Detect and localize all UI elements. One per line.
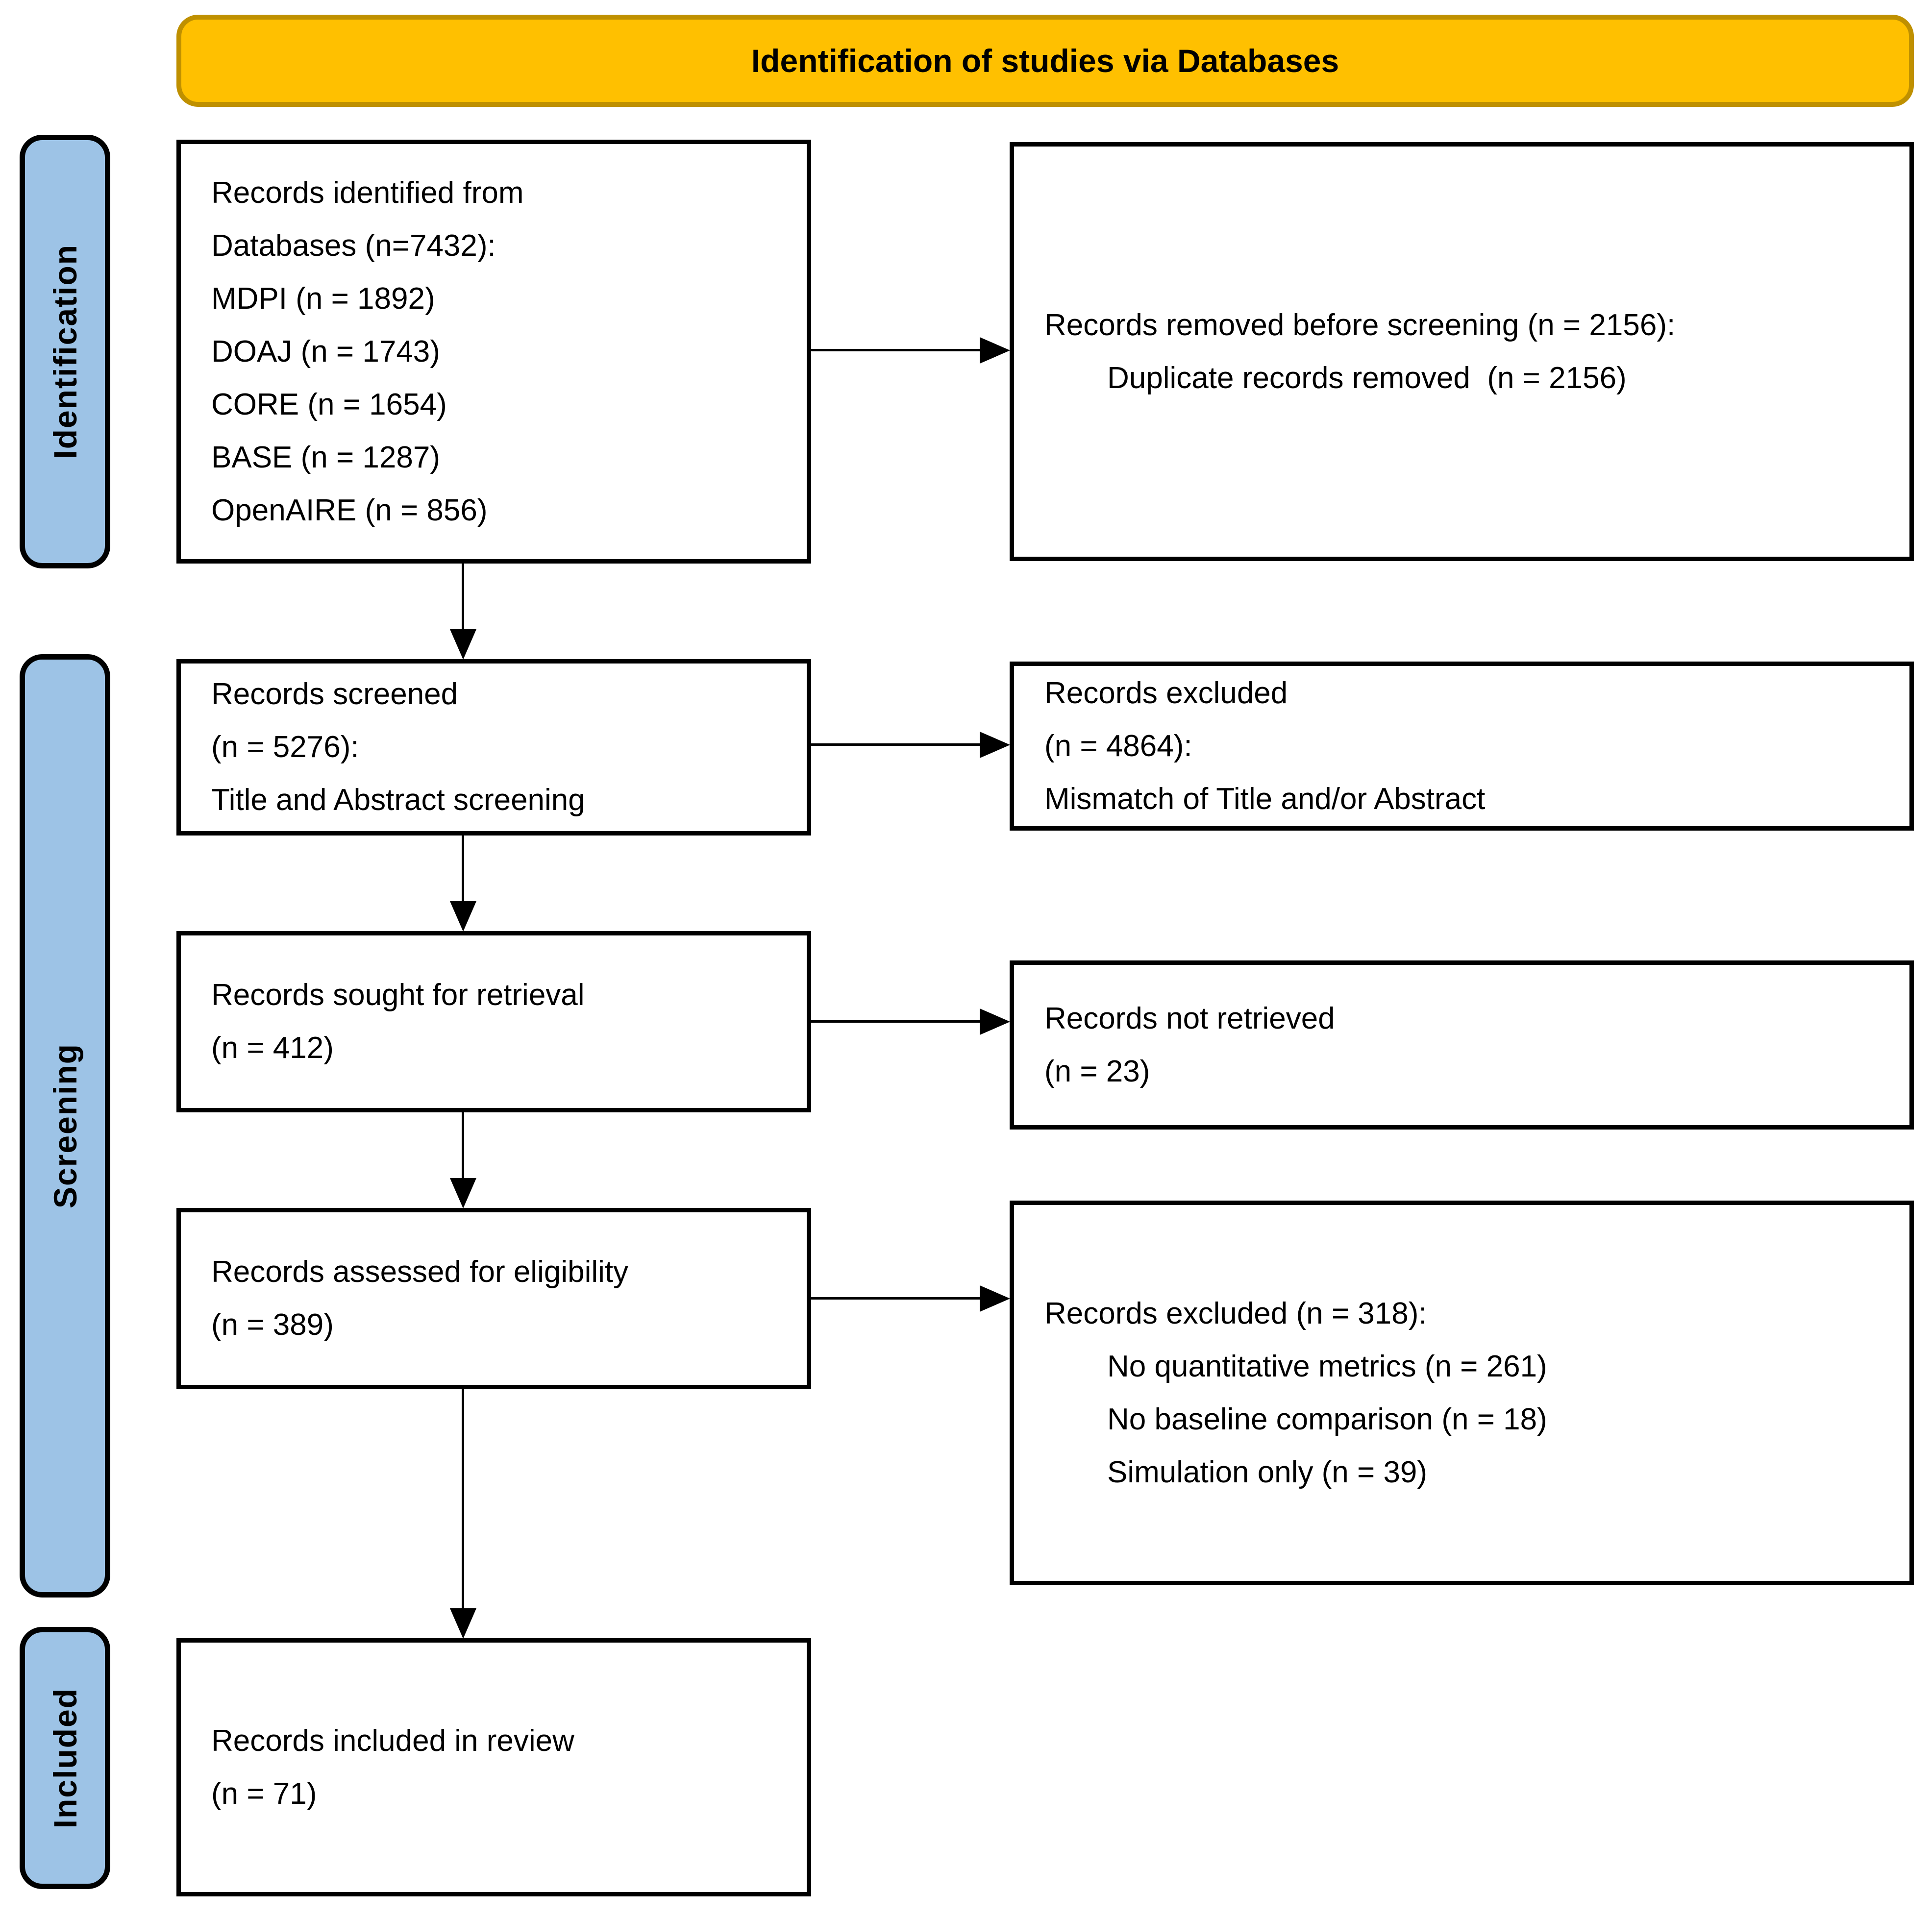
stage-included: Included [20, 1627, 110, 1889]
arrow-shaft [462, 1112, 464, 1181]
box-text-line: No baseline comparison (n = 18) [1107, 1402, 1547, 1436]
box-text-line: Duplicate records removed (n = 2156) [1107, 361, 1627, 395]
box-text-line: Records excluded (n = 318): [1044, 1296, 1427, 1330]
box-text-line: No quantitative metrics (n = 261) [1107, 1349, 1547, 1383]
box-text-line: (n = 412) [211, 1031, 334, 1065]
box-text-line: MDPI (n = 1892) [211, 281, 435, 316]
box-text-line: Records removed before screening (n = 21… [1044, 308, 1676, 342]
box-text-line: (n = 4864): [1044, 729, 1192, 763]
stage-screening-label: Screening [47, 1043, 83, 1209]
box-text-line: DOAJ (n = 1743) [211, 334, 440, 369]
box-text-line: Databases (n=7432): [211, 228, 496, 263]
box-text-line: Records assessed for eligibility [211, 1255, 629, 1289]
box-text-line: (n = 5276): [211, 730, 359, 764]
box-text-line: (n = 23) [1044, 1054, 1150, 1088]
box-text-line: Records identified from [211, 175, 524, 210]
arrow-shaft [462, 564, 464, 632]
stage-included-label: Included [47, 1687, 83, 1829]
box-text-line: Records not retrieved [1044, 1001, 1335, 1035]
box-text-line: (n = 71) [211, 1776, 317, 1811]
stage-screening: Screening [20, 654, 110, 1598]
box-text-line: OpenAIRE (n = 856) [211, 493, 488, 527]
stage-identification: Identification [20, 135, 110, 568]
records-identified-box: Records identified from Databases (n=743… [176, 140, 811, 564]
stage-identification-label: Identification [47, 244, 83, 459]
box-text-line: Records included in review [211, 1723, 574, 1758]
arrow-shaft [462, 1389, 464, 1611]
records-not-retrieved-box: Records not retrieved (n = 23) [1010, 960, 1914, 1130]
arrow-head-right-icon [980, 1008, 1010, 1035]
records-excluded-screening-box: Records excluded (n = 4864): Mismatch of… [1010, 662, 1914, 831]
arrow-shaft [811, 349, 982, 351]
box-text-line: Title and Abstract screening [211, 783, 585, 817]
box-text-line: Records sought for retrieval [211, 978, 585, 1012]
arrow-shaft [811, 743, 982, 746]
arrow-shaft [811, 1297, 982, 1300]
box-text-line: Records screened [211, 677, 458, 711]
records-excluded-eligibility-box: Records excluded (n = 318): No quantitat… [1010, 1201, 1914, 1585]
arrow-head-down-icon [450, 1608, 476, 1639]
arrow-head-right-icon [980, 732, 1010, 758]
header-title: Identification of studies via Databases [751, 43, 1339, 79]
arrow-head-right-icon [980, 337, 1010, 364]
arrow-head-right-icon [980, 1285, 1010, 1312]
records-removed-box: Records removed before screening (n = 21… [1010, 142, 1914, 561]
box-text-line: Mismatch of Title and/or Abstract [1044, 782, 1486, 816]
box-text-line: Records excluded [1044, 676, 1288, 710]
records-assessed-box: Records assessed for eligibility (n = 38… [176, 1208, 811, 1389]
arrow-head-down-icon [450, 629, 476, 660]
box-text-line: BASE (n = 1287) [211, 440, 440, 474]
box-text-line: CORE (n = 1654) [211, 387, 447, 421]
box-text-line: Simulation only (n = 39) [1107, 1455, 1428, 1489]
box-text-line: (n = 389) [211, 1308, 334, 1342]
header-banner: Identification of studies via Databases [176, 15, 1914, 107]
records-included-box: Records included in review (n = 71) [176, 1638, 811, 1896]
records-sought-box: Records sought for retrieval (n = 412) [176, 931, 811, 1112]
arrow-head-down-icon [450, 1178, 476, 1208]
arrow-shaft [811, 1020, 982, 1023]
arrow-head-down-icon [450, 901, 476, 932]
arrow-shaft [462, 836, 464, 904]
records-screened-box: Records screened (n = 5276): Title and A… [176, 659, 811, 836]
